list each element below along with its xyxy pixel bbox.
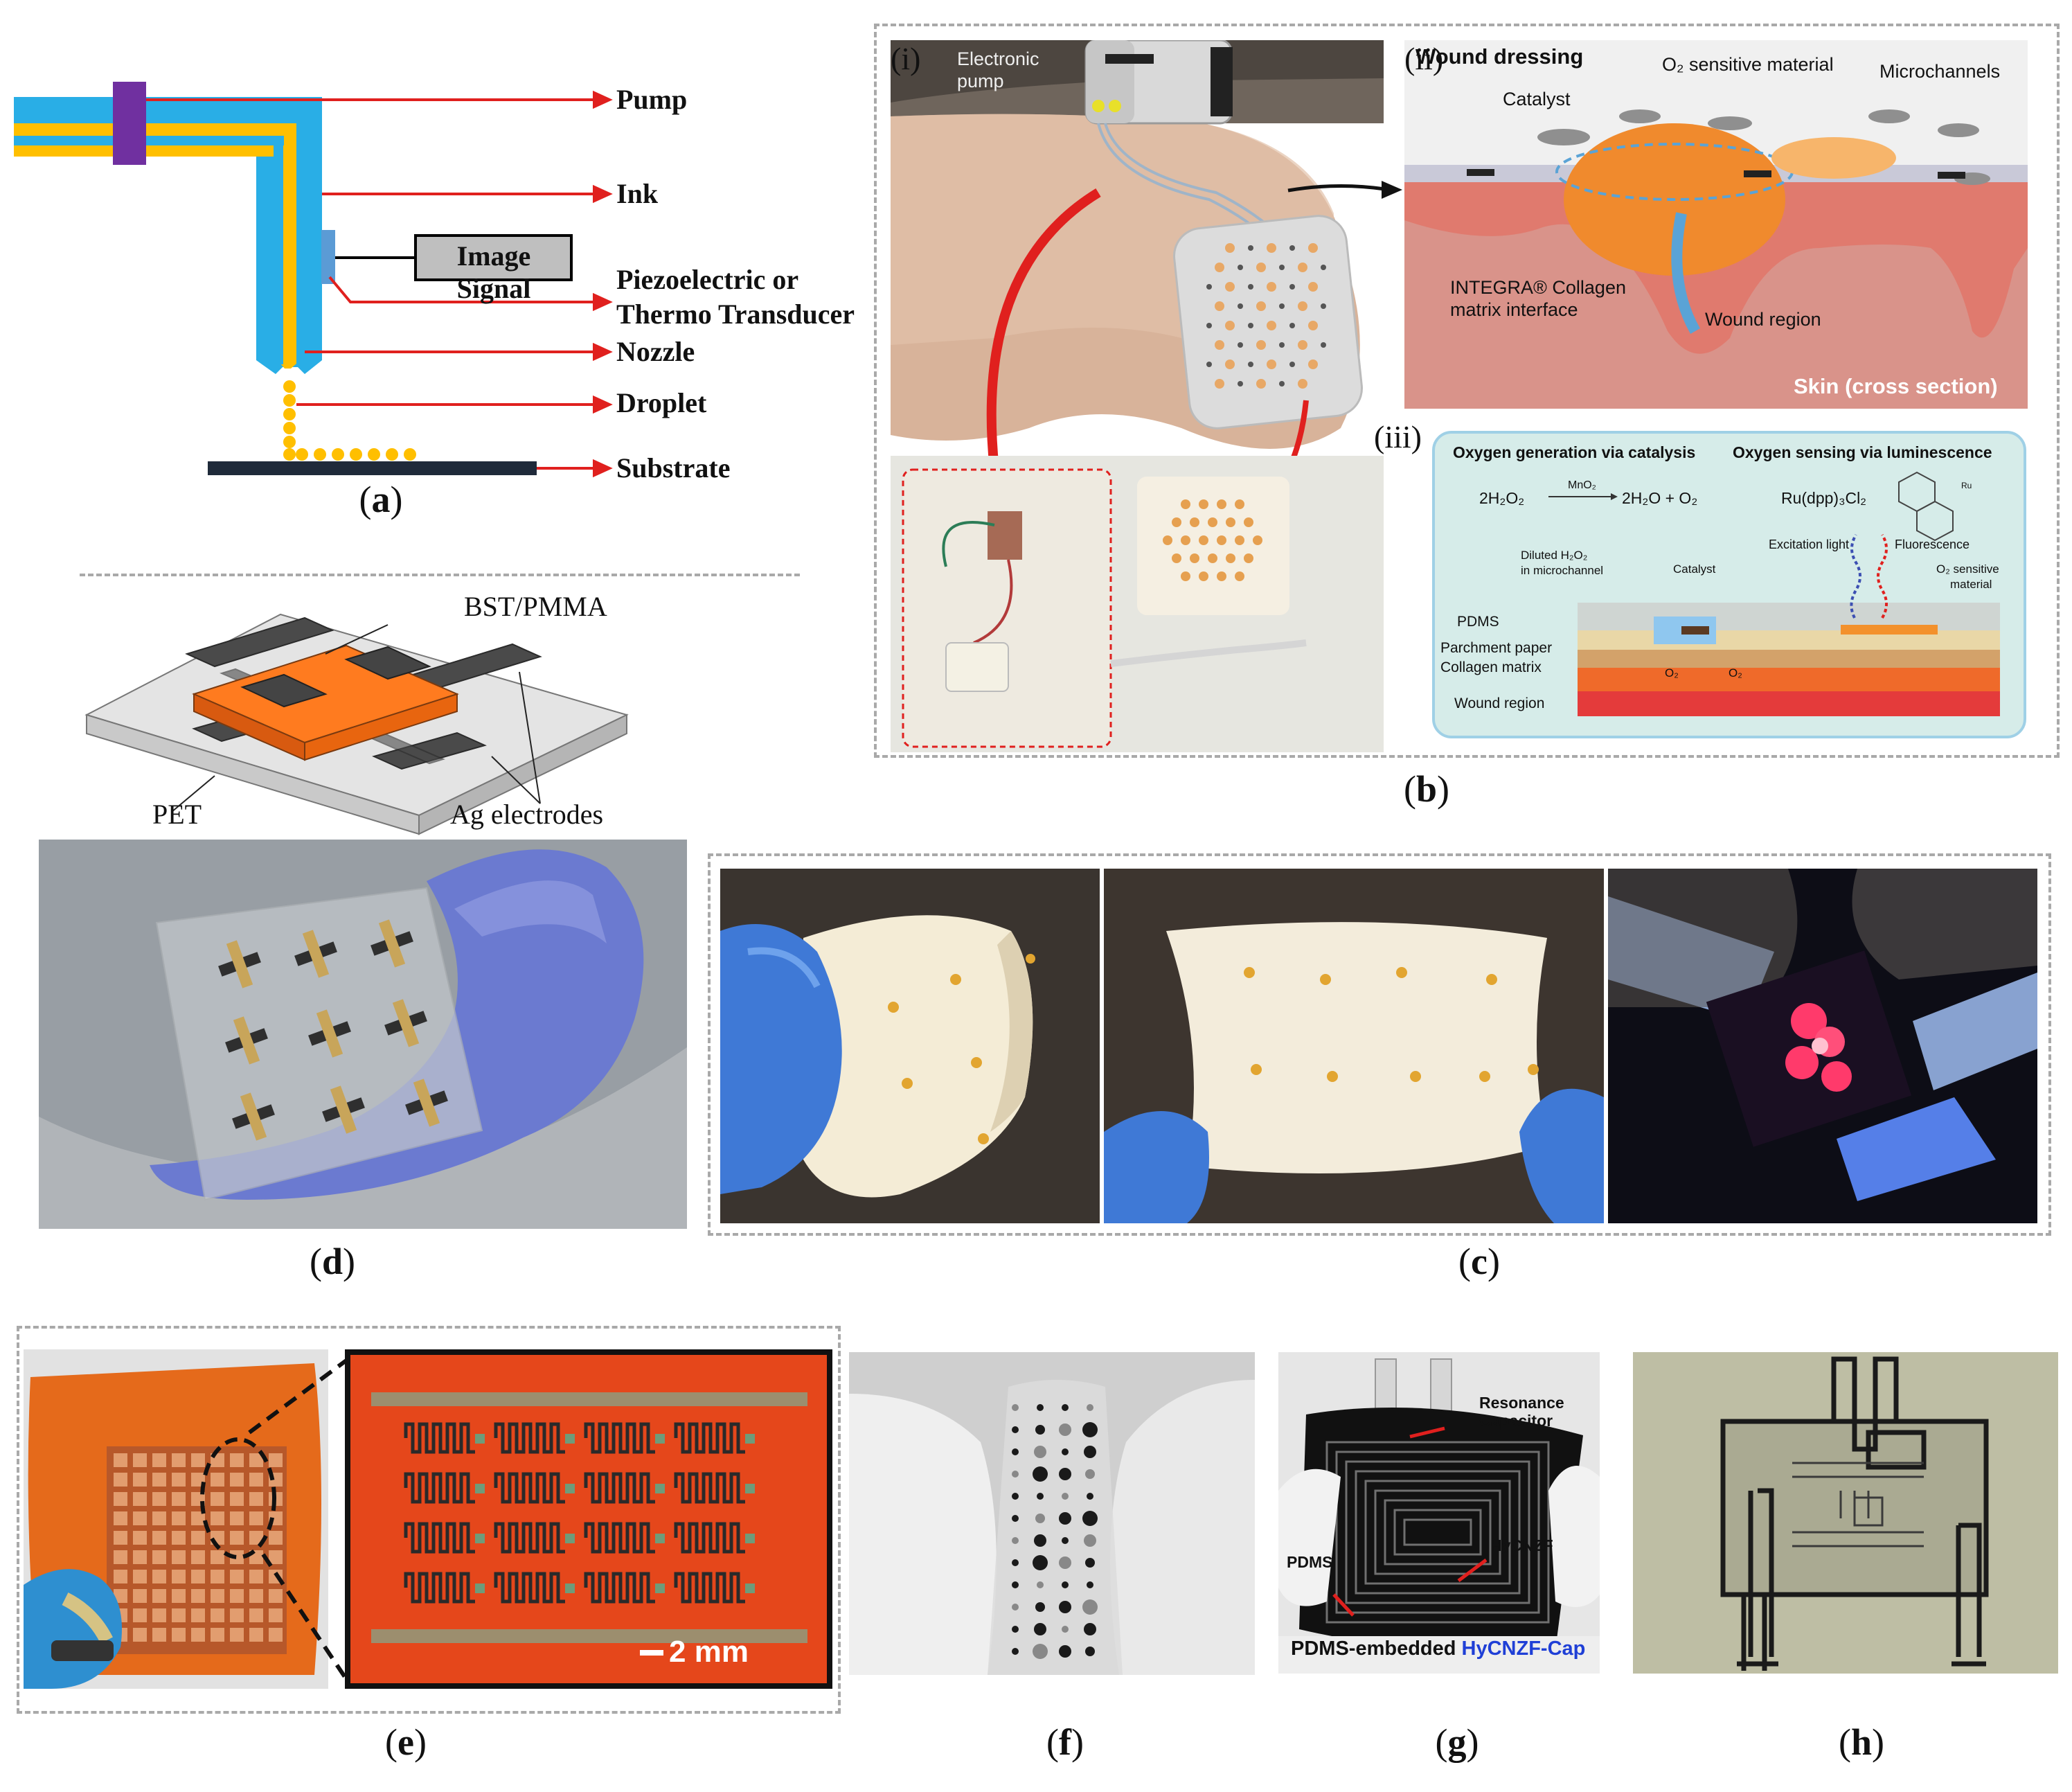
- label-pdms: PDMS: [1457, 614, 1499, 630]
- label-droplet: Droplet: [616, 387, 707, 418]
- label-catalyst: Catalyst: [1503, 89, 1571, 109]
- label-pump: Pump: [616, 84, 688, 115]
- panel-a: Image Signal Pump Ink Piezoelectric or T…: [0, 69, 873, 540]
- panel-c-frame: [708, 853, 2051, 1236]
- label-collagen: Collagen matrix: [1440, 659, 1542, 675]
- label-ag-electrodes: Ag electrodes: [450, 799, 604, 830]
- o2-sensor-strip: [1841, 625, 1938, 635]
- label-diluted-2: in microchannel: [1521, 564, 1604, 577]
- panel-c-photo-3: [1608, 869, 2037, 1223]
- transducer: [321, 230, 335, 284]
- panel-b-i: (i) Electronic pump: [891, 40, 1384, 752]
- electronic-pump-label-2: pump: [957, 71, 1004, 91]
- panel-c-photo-2: [1104, 869, 1604, 1223]
- label-o2-left: O₂: [1665, 666, 1679, 680]
- image-signal-label: Image Signal: [456, 240, 531, 304]
- electronic-pump-label-1: Electronic: [957, 48, 1039, 69]
- caption-g: (g): [1435, 1721, 1479, 1763]
- ink-channel: [14, 123, 296, 369]
- label-pdms-embedded: PDMS-embedded HyCNZF-Cap: [1291, 1638, 1586, 1660]
- ru-superscript: Ru: [1961, 481, 1972, 490]
- label-wound-small: Wound region: [1454, 695, 1545, 711]
- caption-a: (a): [359, 479, 403, 520]
- printed-capacitors: [218, 919, 448, 1141]
- panel-e-photo-2: 2 mm: [345, 1349, 832, 1689]
- label-hycnzf: HyCNZF: [1490, 1536, 1553, 1554]
- scale-label: 2 mm: [669, 1635, 749, 1669]
- label-o2-sens-small-1: O₂ sensitive: [1936, 562, 1999, 576]
- sub-label-ii: (ii): [1404, 41, 1444, 76]
- label-skin-cross: Skin (cross section): [1794, 374, 1998, 398]
- bottom-bus-electrode: [371, 1629, 807, 1643]
- panel-b-frame: [874, 24, 2060, 758]
- panel-b-iii: Oxygen generation via catalysis Oxygen s…: [1432, 431, 2026, 738]
- panel-e-photo-1: [24, 1349, 328, 1689]
- panel-e-frame: [17, 1326, 841, 1714]
- reaction-left: 2H₂O₂: [1479, 489, 1525, 507]
- panel-f-photo: [849, 1352, 1255, 1675]
- label-diluted-1: Diluted H₂O₂: [1521, 549, 1588, 562]
- wound-dressing-title: Wound dressing: [1415, 44, 1584, 69]
- label-o2-sens-small-2: material: [1950, 578, 1992, 591]
- label-transducer-1: Piezoelectric or: [616, 264, 799, 295]
- iii-title-right: Oxygen sensing via luminescence: [1733, 443, 1992, 461]
- label-integra-2: matrix interface: [1450, 299, 1578, 320]
- label-bst-pmma: BST/PMMA: [464, 591, 607, 622]
- label-o2-sensitive: O₂ sensitive material: [1662, 54, 1834, 75]
- patch-photo: [1137, 477, 1289, 615]
- caption-f: (f): [1046, 1721, 1084, 1763]
- label-ink: Ink: [616, 178, 659, 209]
- label-resonance-2: Capacitor: [1479, 1412, 1553, 1430]
- panel-h-photo: [1633, 1352, 2058, 1674]
- droplets: [283, 380, 416, 461]
- caption-b: (b): [1403, 768, 1449, 810]
- reaction-right: 2H₂O + O₂: [1622, 489, 1698, 507]
- top-bus-electrode: [371, 1392, 807, 1406]
- panel-d-photo: [39, 840, 687, 1229]
- sub-label-iii: (iii): [1374, 419, 1422, 454]
- label-integra-1: INTEGRA® Collagen: [1450, 277, 1626, 298]
- o2-sensitive-shape: [1771, 137, 1896, 179]
- image-signal-box: [414, 234, 573, 281]
- panel-c-photo-1: [720, 869, 1100, 1223]
- arrow-i-to-ii: [1287, 181, 1402, 199]
- panel-g-photo: Resonance Capacitor PDMS HyCNZF PDMS-emb…: [1278, 1352, 1600, 1674]
- scale-bar: [640, 1650, 663, 1656]
- divider-a-d: [80, 574, 800, 576]
- label-transducer-2: Thermo Transducer: [616, 299, 855, 330]
- label-fluorescence: Fluorescence: [1895, 538, 1970, 551]
- label-substrate: Substrate: [616, 452, 731, 484]
- panel-d-schematic: BST/PMMA PET Ag electrodes: [69, 590, 679, 840]
- zoom-lines: [248, 1358, 348, 1680]
- pump-clamp: [113, 82, 146, 165]
- label-resonance-1: Resonance: [1479, 1394, 1564, 1412]
- panel-b-ii: (ii): [1404, 40, 2028, 409]
- label-pdms-g: PDMS: [1287, 1553, 1333, 1571]
- ru-complex: Ru(dpp)₃Cl₂: [1781, 489, 1867, 507]
- caption-e: (e): [385, 1721, 427, 1763]
- substrate: [208, 461, 537, 475]
- caption-c: (c): [1458, 1241, 1500, 1282]
- label-microchannels: Microchannels: [1879, 61, 2001, 82]
- label-catalyst-small: Catalyst: [1673, 562, 1716, 576]
- label-parchment: Parchment paper: [1440, 640, 1553, 656]
- label-nozzle: Nozzle: [616, 336, 695, 367]
- caption-h: (h): [1838, 1721, 1884, 1763]
- reaction-catalyst: MnO₂: [1568, 479, 1596, 491]
- label-o2-right: O₂: [1729, 666, 1742, 680]
- label-pet: PET: [152, 799, 202, 830]
- sub-label-i: (i): [891, 41, 921, 76]
- label-excitation: Excitation light: [1769, 538, 1850, 551]
- iii-title-left: Oxygen generation via catalysis: [1453, 443, 1696, 461]
- label-wound-region: Wound region: [1705, 309, 1821, 330]
- inkjet-schematic: [14, 82, 613, 478]
- caption-d: (d): [309, 1241, 355, 1282]
